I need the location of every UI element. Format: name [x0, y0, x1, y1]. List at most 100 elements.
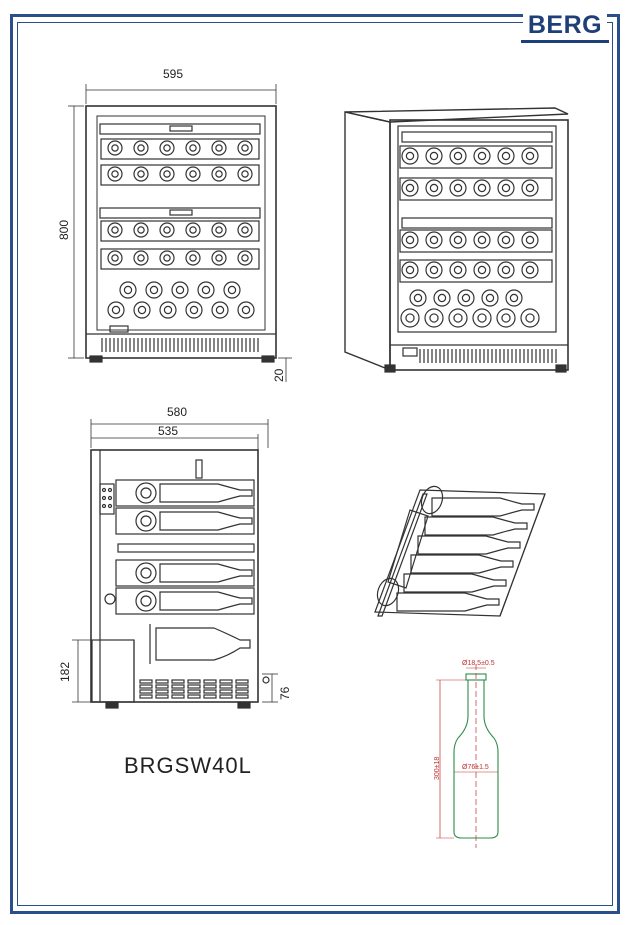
vent-slot [203, 689, 217, 694]
bottle-base [135, 590, 157, 612]
bottle-neck [189, 170, 197, 178]
vent-slot [235, 689, 249, 694]
brand-logo: BERG [523, 10, 607, 40]
bottle-neck [163, 305, 173, 315]
bottle-body [155, 627, 251, 661]
bottle-end [473, 261, 491, 279]
bottle-neck [137, 254, 145, 262]
bottle-end [223, 281, 241, 299]
bottle-neck [241, 254, 249, 262]
vent-slot [155, 689, 169, 694]
bottle-neck [501, 313, 511, 323]
bottle-neck-label: Ø18.5±0.5 [462, 660, 495, 667]
front-foot-label: 20 [272, 368, 286, 382]
bottle-end [171, 281, 189, 299]
bottle-end [473, 179, 491, 197]
vent-slot [187, 689, 201, 694]
vent-slot [203, 679, 217, 684]
bottle-neck [227, 285, 237, 295]
bottle-height-label: 300±18 [434, 756, 441, 780]
rack-shelf [399, 145, 553, 169]
bottle-end [521, 231, 539, 249]
vent-slot [219, 689, 233, 694]
bottle-end [409, 289, 427, 307]
bottle-end [237, 250, 253, 266]
bottle-end [449, 147, 467, 165]
bottle-body [159, 591, 253, 611]
bottle-end [433, 289, 451, 307]
bottle-end [185, 301, 203, 319]
bottle-neck [189, 254, 197, 262]
vent-slot [187, 679, 201, 684]
shelf-bottle [410, 554, 514, 574]
bottle-end [107, 166, 123, 182]
shelf-bottle [403, 573, 507, 593]
side-shelf [115, 479, 255, 507]
vent-slot [203, 684, 217, 689]
bottle-neck [429, 235, 439, 245]
bottle-neck [405, 235, 415, 245]
rack-shelf [100, 138, 260, 160]
vent-slot [219, 694, 233, 699]
side-view [72, 419, 278, 709]
vent-slot [171, 694, 185, 699]
shelf-bottle [431, 497, 535, 517]
bottle-neck [137, 226, 145, 234]
bottle-end [425, 261, 443, 279]
side-bottom-height-label: 182 [58, 661, 72, 682]
vent-slot [139, 689, 153, 694]
bottle-neck [405, 265, 415, 275]
bottle-neck [111, 144, 119, 152]
page-frame-inner [17, 22, 613, 906]
bottle-neck [163, 144, 171, 152]
bottle-neck [525, 265, 535, 275]
bottle-punt [140, 567, 152, 579]
bottle-body [159, 563, 253, 583]
shelf-perspective-view [374, 485, 546, 617]
bottle-end [185, 250, 201, 266]
front-bottle-racks [100, 138, 260, 319]
bottle-end [496, 308, 516, 328]
bottle-neck [215, 144, 223, 152]
page-frame-outer [10, 14, 620, 914]
bottle-end [473, 147, 491, 165]
rack-shelf [100, 164, 260, 186]
bottle-neck [241, 144, 249, 152]
side-foot-height-label: 76 [278, 686, 292, 700]
bottle-neck [453, 183, 463, 193]
bottle-end [119, 281, 137, 299]
vent-slot [235, 679, 249, 684]
bottle-end [211, 140, 227, 156]
bottle-end [185, 222, 201, 238]
bottle-end [133, 301, 151, 319]
bottle-end [457, 289, 475, 307]
bottle-neck [477, 183, 487, 193]
bottle-end [449, 179, 467, 197]
vent-slot [235, 694, 249, 699]
shelf-bottle [396, 592, 500, 612]
bottle-neck [525, 235, 535, 245]
bottle-neck [453, 235, 463, 245]
bottle-neck [429, 265, 439, 275]
bottle-end [497, 231, 515, 249]
bottle-neck [163, 226, 171, 234]
bottle-end [237, 301, 255, 319]
bottle-neck [429, 183, 439, 193]
bottle-end [159, 301, 177, 319]
bottle-neck [405, 313, 415, 323]
bottle-end [237, 166, 253, 182]
bottle-punt [140, 515, 152, 527]
vent-slot [235, 684, 249, 689]
bottle-end [159, 140, 175, 156]
bottle-neck [501, 183, 511, 193]
perspective-bottle-racks [399, 145, 553, 328]
bottle-neck [501, 235, 511, 245]
bottle-neck [501, 151, 511, 161]
bottle-neck [189, 226, 197, 234]
bottle-neck [477, 265, 487, 275]
vent-slot [155, 679, 169, 684]
vent-slot [171, 679, 185, 684]
bottle-end [481, 289, 499, 307]
